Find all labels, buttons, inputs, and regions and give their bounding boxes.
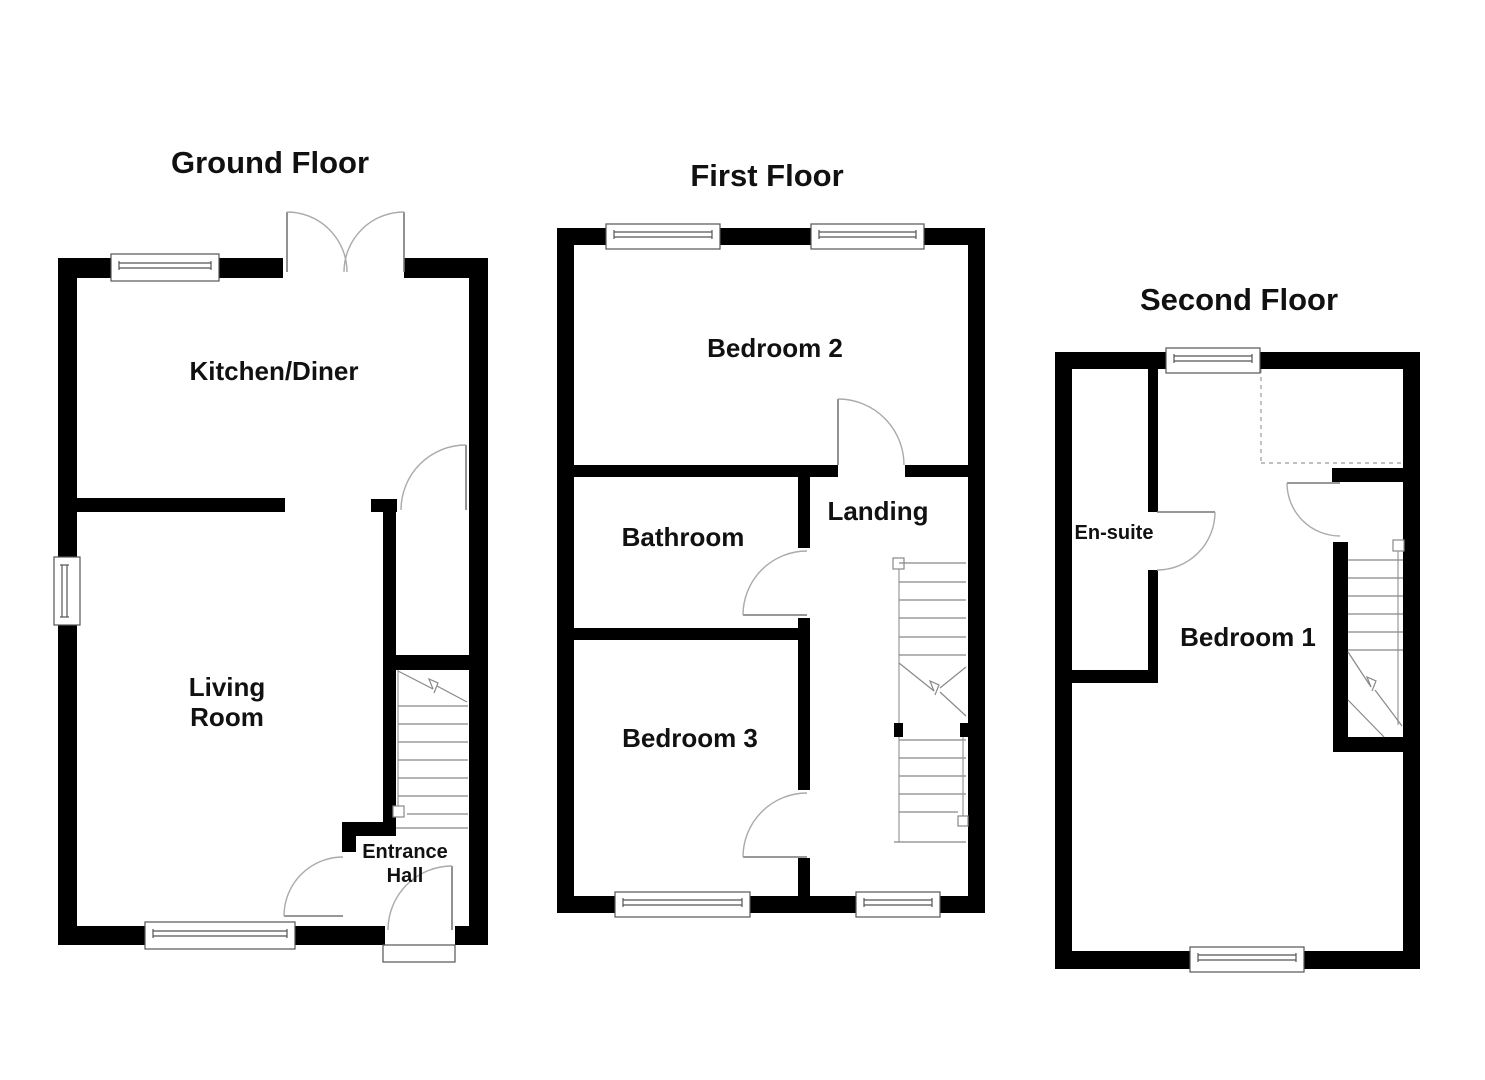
second-floor-title: Second Floor (1140, 282, 1338, 317)
room-label-bedroom-2: Bedroom 2 (707, 333, 843, 363)
room-label-kitchen-diner: Kitchen/Diner (189, 356, 358, 386)
wall-segment (1148, 369, 1158, 512)
wall-segment (557, 896, 617, 913)
wall-segment (574, 628, 810, 640)
wall-segment (798, 640, 810, 790)
ground-floor-title: Ground Floor (171, 145, 369, 180)
ground-floor-plan: Ground Floor (53, 145, 488, 963)
wall-segment (748, 896, 858, 913)
first-floor-walls (557, 228, 985, 913)
wall-segment (1333, 542, 1348, 752)
front-door (382, 865, 456, 963)
window (1189, 946, 1305, 973)
door (400, 444, 467, 511)
french-doors (286, 211, 405, 273)
room-label-living-room-line2: Room (190, 702, 264, 732)
porch-step (382, 944, 456, 963)
wall-segment (718, 228, 813, 245)
wall-segment (798, 858, 810, 896)
door (1156, 511, 1216, 571)
window (810, 223, 925, 250)
wall-segment (1055, 352, 1072, 969)
ground-floor-walls (58, 258, 488, 945)
wall-segment (342, 822, 356, 852)
dashed-boundary (1260, 369, 1403, 464)
wall-segment (404, 258, 488, 278)
wall-segment (469, 258, 488, 945)
wall-segment (1332, 468, 1403, 482)
wall-segment (894, 723, 903, 737)
room-label-entrance-hall-line1: Entrance (362, 841, 448, 863)
wall-segment (968, 228, 985, 913)
wall-segment (557, 228, 574, 913)
wall-segment (1403, 352, 1420, 969)
window (605, 223, 721, 250)
room-label-en-suite: En-suite (1075, 522, 1154, 544)
stairs (1347, 539, 1405, 738)
room-label-entrance-hall-line2: Hall (387, 865, 424, 887)
wall-segment (1333, 737, 1420, 752)
second-floor-walls (1055, 352, 1420, 969)
wall-segment (383, 512, 396, 836)
room-label-bedroom-3: Bedroom 3 (622, 723, 758, 753)
wall-segment (455, 926, 488, 945)
newel-post (957, 815, 969, 827)
room-label-bedroom-1: Bedroom 1 (1180, 622, 1316, 652)
window (855, 891, 941, 918)
wall-segment (574, 465, 838, 477)
window (144, 921, 296, 950)
wall-segment (371, 499, 397, 512)
wall-segment (1302, 951, 1420, 969)
wall-segment (1072, 670, 1158, 683)
stairs (892, 557, 969, 843)
wall-segment (58, 625, 77, 945)
newel-post (1392, 539, 1405, 552)
door (742, 792, 808, 858)
window (1165, 347, 1261, 374)
wall-segment (77, 498, 285, 512)
stairs (392, 670, 468, 829)
door (1286, 482, 1341, 537)
wall-segment (960, 723, 968, 737)
door (837, 398, 905, 466)
newel-post (392, 805, 405, 818)
room-label-bathroom: Bathroom (622, 522, 745, 552)
room-label-living-room-line1: Living (189, 672, 266, 702)
wall-segment (938, 896, 985, 913)
window (614, 891, 751, 918)
wall-segment (295, 926, 385, 945)
wall-segment (798, 477, 810, 548)
door (283, 856, 344, 917)
wall-segment (1258, 352, 1420, 369)
first-floor-title: First Floor (690, 158, 843, 193)
wall-segment (1148, 570, 1158, 683)
wall-segment (1055, 951, 1192, 969)
second-floor-plan: Second Floor (1055, 282, 1420, 973)
wall-segment (396, 655, 469, 670)
room-label-landing: Landing (827, 496, 928, 526)
wall-segment (905, 465, 968, 477)
wall-segment (1055, 352, 1170, 369)
door (742, 550, 808, 616)
first-floor-plan: First Floor (557, 158, 985, 918)
wall-segment (58, 258, 77, 557)
wall-segment (58, 926, 147, 945)
window (110, 253, 220, 282)
window (53, 556, 81, 626)
